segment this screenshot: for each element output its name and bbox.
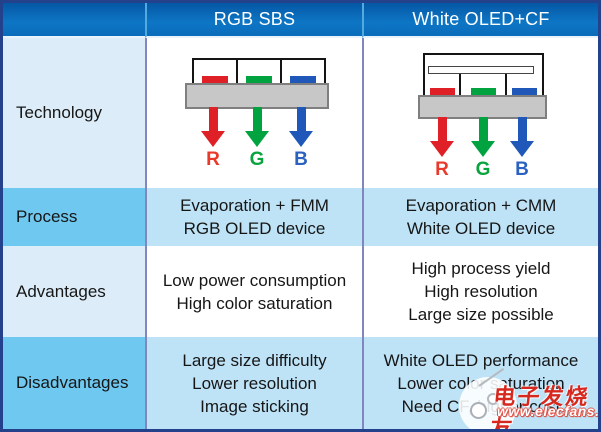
substrate-bar (418, 95, 547, 119)
disadvantages-rgb-sbs-cell: Large size difficulty Lower resolution I… (145, 337, 362, 429)
disadvantage-line: White OLED performance (383, 350, 579, 370)
disadvantages-white-oled-cell: White OLED performance Lower color satur… (362, 337, 598, 429)
diagram-rgb-sbs: R G B (145, 38, 362, 188)
row-label-process-text: Process (16, 207, 78, 226)
blue-arrow-head (510, 141, 534, 157)
advantages-white-oled-cell: High process yield High resolution Large… (362, 246, 598, 337)
process-white-oled-cell: Evaporation + CMM White OLED device (362, 188, 598, 246)
red-arrow-shaft (208, 107, 218, 131)
advantage-line: High process yield (411, 259, 551, 278)
white-oled-layer (428, 66, 534, 74)
header-white-oled-cf: White OLED+CF (362, 3, 598, 38)
disadvantage-line: Need CF, higher cost (401, 396, 561, 416)
blue-light-arrow: B (510, 117, 534, 180)
disadvantage-line: Large size difficulty (182, 350, 327, 370)
advantage-line: Large size possible (408, 305, 554, 324)
header-corner-cell (3, 3, 145, 38)
process-line: White OLED device (406, 219, 556, 238)
green-color-filter (471, 88, 496, 96)
advantage-line: High resolution (424, 282, 538, 301)
green-light-arrow: G (245, 107, 269, 170)
substrate-bar (185, 83, 329, 109)
advantage-line: High color saturation (176, 293, 333, 313)
header-rgb-sbs-label: RGB SBS (213, 9, 296, 29)
header-white-oled-cf-label: White OLED+CF (412, 9, 550, 29)
red-color-filter (430, 88, 455, 96)
process-line: Evaporation + FMM (180, 196, 329, 215)
disadvantage-line: Lower color saturation (397, 373, 565, 393)
disadvantage-line: Image sticking (200, 396, 309, 416)
blue-color-filter (512, 88, 537, 96)
red-arrow-head (430, 141, 454, 157)
blue-arrow-shaft (517, 117, 527, 141)
process-rgb-sbs-cell: Evaporation + FMM RGB OLED device (145, 188, 362, 246)
blue-arrow-head (289, 131, 313, 147)
cf-divider-2 (505, 74, 507, 97)
green-arrow-shaft (252, 107, 262, 131)
letter-b: B (294, 149, 308, 170)
letter-b: B (515, 159, 529, 180)
row-label-advantages: Advantages (3, 246, 145, 337)
letter-r: R (206, 149, 220, 170)
cf-divider-1 (459, 74, 461, 97)
row-label-process: Process (3, 188, 145, 246)
advantage-line: Low power consumption (162, 270, 347, 290)
header-rgb-sbs: RGB SBS (145, 3, 362, 38)
green-arrow-head (471, 141, 495, 157)
process-line: RGB OLED device (183, 219, 326, 238)
red-light-arrow: R (430, 117, 454, 180)
red-light-arrow: R (201, 107, 225, 170)
green-arrow-shaft (478, 117, 488, 141)
letter-r: R (435, 159, 449, 180)
letter-g: G (249, 149, 265, 170)
diagram-white-oled-cf: R G B (362, 38, 598, 188)
process-line: Evaporation + CMM (405, 196, 557, 215)
red-arrow-shaft (437, 117, 447, 141)
green-arrow-head (245, 131, 269, 147)
white-oled-stack-box (423, 53, 544, 99)
blue-arrow-shaft (296, 107, 306, 131)
row-label-disadvantages-text: Disadvantages (16, 373, 129, 392)
row-label-technology-text: Technology (16, 103, 103, 122)
green-emitter-bar (246, 76, 272, 84)
row-label-technology: Technology (3, 38, 145, 188)
green-light-arrow: G (471, 117, 495, 180)
disadvantage-line: Lower resolution (192, 373, 317, 393)
subpixel-box-red (192, 58, 238, 87)
red-arrow-head (201, 131, 225, 147)
row-label-advantages-text: Advantages (16, 281, 106, 301)
blue-emitter-bar (290, 76, 316, 84)
row-label-disadvantages: Disadvantages (3, 337, 145, 429)
blue-light-arrow: B (289, 107, 313, 170)
letter-g: G (475, 159, 491, 180)
red-emitter-bar (202, 76, 228, 84)
advantages-rgb-sbs-cell: Low power consumption High color saturat… (145, 246, 362, 337)
